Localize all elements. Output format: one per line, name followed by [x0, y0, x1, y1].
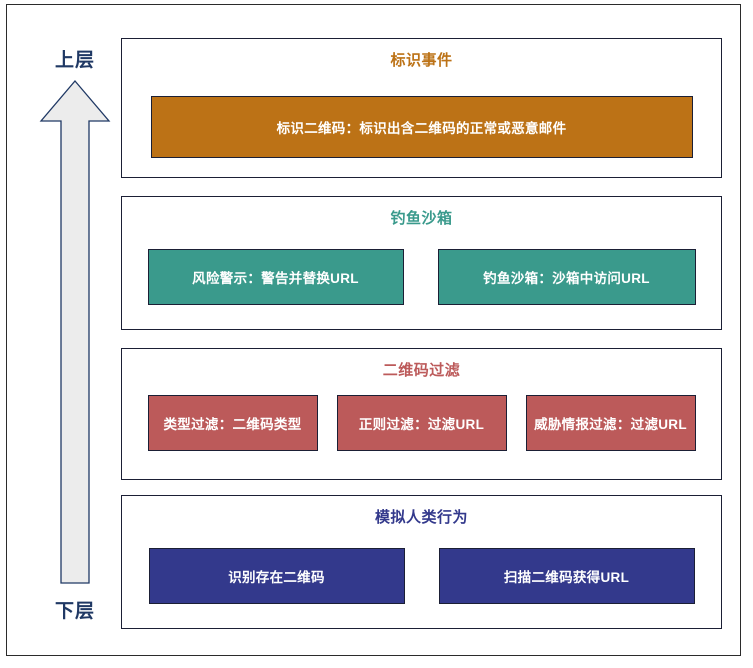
layer-section-filter: 二维码过滤 类型过滤：二维码类型 正则过滤：过滤URL 威胁情报过滤：过滤URL	[121, 348, 722, 480]
node-phishing-sandbox[interactable]: 钓鱼沙箱：沙箱中访问URL	[437, 249, 696, 305]
node-row-human: 识别存在二维码 扫描二维码获得URL	[122, 548, 721, 604]
node-row-identify: 标识二维码：标识出含二维码的正常或恶意邮件	[122, 96, 721, 158]
node-scan-qrcode-url[interactable]: 扫描二维码获得URL	[438, 548, 695, 604]
axis-top-label: 上层	[54, 50, 95, 71]
layer-section-sandbox: 钓鱼沙箱 风险警示：警告并替换URL 钓鱼沙箱：沙箱中访问URL	[121, 196, 722, 330]
axis-bottom-label: 下层	[54, 601, 95, 622]
node-row-filter: 类型过滤：二维码类型 正则过滤：过滤URL 威胁情报过滤：过滤URL	[122, 395, 721, 451]
layer-title-sandbox: 钓鱼沙箱	[390, 210, 453, 227]
layer-section-identify: 标识事件 标识二维码：标识出含二维码的正常或恶意邮件	[121, 38, 722, 178]
diagram-frame: 上层 下层 标识事件 标识二维码：标识出含二维码的正常或恶意邮件 钓鱼沙箱 风险…	[6, 4, 741, 656]
node-row-sandbox: 风险警示：警告并替换URL 钓鱼沙箱：沙箱中访问URL	[122, 249, 721, 305]
layer-title-human: 模拟人类行为	[374, 509, 468, 526]
node-type-filter[interactable]: 类型过滤：二维码类型	[147, 395, 318, 451]
layer-axis: 上层 下层	[29, 29, 121, 633]
layer-title-filter: 二维码过滤	[382, 362, 461, 379]
node-threat-intel-filter[interactable]: 威胁情报过滤：过滤URL	[525, 395, 696, 451]
node-risk-warning[interactable]: 风险警示：警告并替换URL	[147, 249, 404, 305]
node-identify-qrcode[interactable]: 标识二维码：标识出含二维码的正常或恶意邮件	[150, 96, 693, 158]
layer-title-identify: 标识事件	[390, 52, 453, 69]
node-regex-filter[interactable]: 正则过滤：过滤URL	[336, 395, 507, 451]
layer-section-human: 模拟人类行为 识别存在二维码 扫描二维码获得URL	[121, 495, 722, 629]
node-detect-qrcode[interactable]: 识别存在二维码	[148, 548, 405, 604]
up-arrow-icon	[37, 77, 113, 587]
